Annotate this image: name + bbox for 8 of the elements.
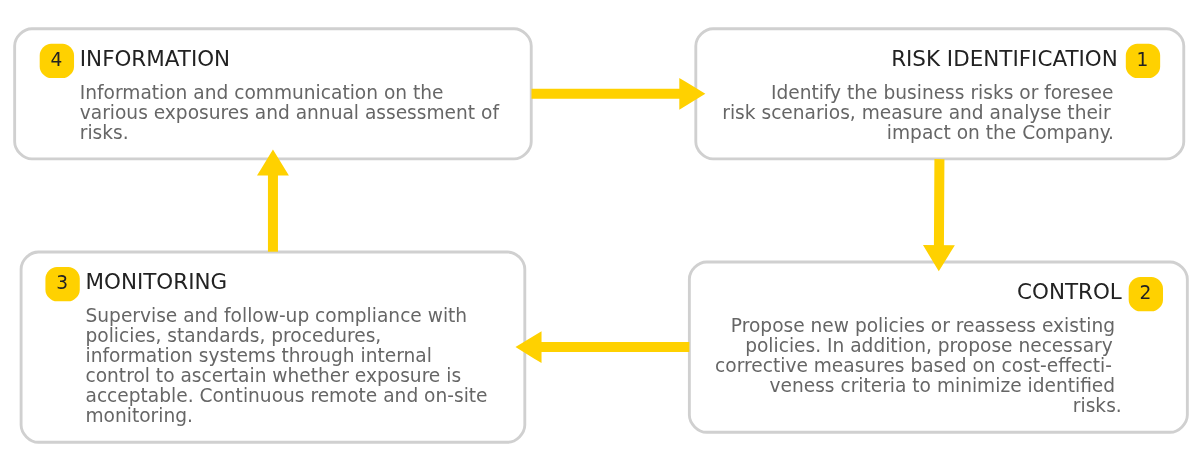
- arrow: [515, 330, 690, 363]
- node-box: 4 INFORMATION Information and communication on the various exposures and annual assessment of risks.: [13, 26, 533, 160]
- node-box: 3 MONITORING Supervise and follow-up compliance with policies, standards, procedures, information systems through internal control to ascertain whether exposure is acceptable. Continuous remote and on-site monitoring.: [19, 250, 527, 444]
- arrow: [922, 158, 955, 271]
- arrow: [531, 77, 706, 110]
- node-box: CONTROL 2 Propose new policies or reassess existing policies. In addition, propose necessary corrective measures based on cost-effecti-veness criteria to minimize identified risks.: [687, 260, 1189, 434]
- node-box: RISK IDENTIFICATION 1 Identify the business risks or foresee risk scenarios, measure and analyse their impact on the Company.: [694, 26, 1186, 160]
- arrow: [257, 149, 289, 252]
